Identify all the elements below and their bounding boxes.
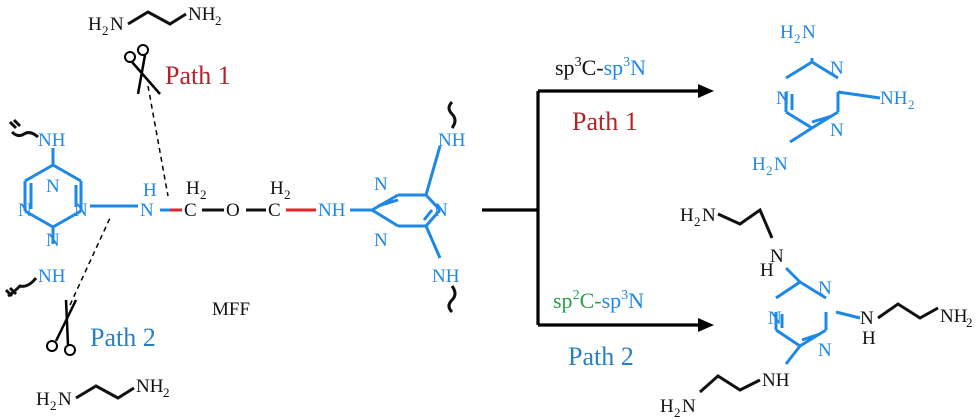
svg-text:N: N — [802, 22, 816, 43]
svg-text:H: H — [780, 22, 794, 43]
svg-text:2: 2 — [674, 405, 681, 419]
left-ring-n-1: N — [46, 176, 60, 197]
svg-text:N: N — [770, 246, 784, 267]
right-bottom-nh: NH — [432, 266, 460, 287]
svg-text:2: 2 — [694, 214, 701, 229]
svg-text:H: H — [680, 205, 694, 226]
left-bottom-nh: NH — [38, 266, 66, 287]
bridge-right-h2-sub: 2 — [284, 187, 291, 202]
svg-text:H: H — [660, 396, 674, 417]
bridge-left-c: C — [184, 200, 197, 221]
svg-text:sp3C-sp3N: sp3C-sp3N — [555, 55, 646, 80]
cleavage-line-path-1 — [147, 85, 169, 197]
svg-text:NH: NH — [136, 376, 164, 397]
svg-text:H: H — [760, 260, 774, 281]
condition-path-1: sp3C-sp3N — [555, 55, 646, 80]
bridge-left-n: N — [140, 200, 154, 221]
bridge-o: O — [226, 200, 240, 221]
svg-text:H: H — [862, 328, 876, 349]
svg-text:N: N — [682, 396, 696, 417]
right-ring-n-3: N — [374, 230, 388, 251]
svg-text:NH: NH — [762, 370, 790, 391]
path-1-label: Path 1 — [165, 61, 231, 90]
svg-text:N: N — [818, 278, 832, 299]
right-ring-n-1: N — [374, 174, 388, 195]
bridge-left-h2: H — [186, 178, 200, 199]
mff-label: MFF — [212, 299, 250, 320]
svg-text:N: N — [860, 308, 874, 329]
svg-text:H: H — [36, 389, 50, 410]
svg-text:H: H — [88, 14, 102, 35]
path-2-label: Path 2 — [90, 323, 156, 352]
svg-text:N: N — [768, 308, 782, 329]
ethylenediamine-top: H 2 N NH 2 — [88, 4, 222, 38]
svg-text:NH: NH — [188, 4, 216, 25]
svg-text:N: N — [58, 389, 72, 410]
bridge-right-c: C — [268, 200, 281, 221]
svg-text:N: N — [830, 58, 844, 79]
bridge-left-h: H — [143, 180, 157, 201]
svg-text:2: 2 — [50, 398, 57, 413]
right-top-nh: NH — [438, 130, 466, 151]
tris-aminoethyl-triazine-product: H 2 N H N N N N N H NH 2 NH H 2 N — [660, 205, 973, 419]
left-ring-n-3: N — [74, 200, 88, 221]
svg-text:NH: NH — [940, 306, 968, 327]
reaction-arrows — [482, 84, 714, 332]
svg-text:NH: NH — [880, 88, 908, 109]
svg-text:N: N — [818, 340, 832, 361]
polymer-squiggle — [447, 100, 457, 129]
left-top-nh: NH — [38, 130, 66, 151]
polymer-squiggle — [447, 285, 457, 314]
left-ring-n-4: N — [46, 230, 60, 251]
svg-text:2: 2 — [794, 31, 801, 46]
scissors-icon — [124, 44, 161, 95]
path-1-product-label: Path 1 — [572, 107, 638, 136]
scissors-icon — [46, 299, 78, 356]
right-ring-n-2: N — [434, 200, 448, 221]
svg-text:N: N — [830, 120, 844, 141]
polymer-squiggle — [7, 277, 38, 298]
svg-text:N: N — [110, 14, 124, 35]
svg-text:2: 2 — [215, 13, 222, 28]
condition-path-2: sp2C-sp3N — [553, 288, 644, 313]
cleavage-line-path-2 — [69, 217, 111, 306]
svg-text:2: 2 — [908, 97, 915, 112]
svg-text:2: 2 — [766, 163, 773, 178]
left-triazine: N N N N NH NH — [4, 118, 138, 298]
melamine-product: H 2 N N N N NH 2 H 2 N — [752, 22, 915, 178]
polymer-squiggle — [4, 286, 18, 298]
bridge-left-h2-sub: 2 — [200, 187, 207, 202]
bridge-right-h2: H — [270, 178, 284, 199]
polymer-squiggle — [8, 118, 22, 130]
methylene-ether-bridge: N H C H 2 O C H 2 NH — [140, 178, 372, 221]
right-triazine: N N N NH NH — [371, 100, 466, 314]
left-ring-n-2: N — [18, 200, 32, 221]
svg-text:2: 2 — [966, 315, 973, 330]
ethylenediamine-bottom: H 2 N NH 2 — [36, 376, 170, 413]
svg-text:N: N — [776, 88, 790, 109]
svg-text:N: N — [702, 205, 716, 226]
svg-text:N: N — [774, 154, 788, 175]
svg-text:H: H — [752, 154, 766, 175]
svg-text:sp2C-sp3N: sp2C-sp3N — [553, 288, 644, 313]
svg-text:2: 2 — [163, 385, 170, 400]
path-2-product-label: Path 2 — [568, 342, 634, 371]
svg-text:2: 2 — [102, 23, 109, 38]
polymer-squiggle — [10, 130, 39, 139]
bridge-right-nh: NH — [318, 200, 346, 221]
